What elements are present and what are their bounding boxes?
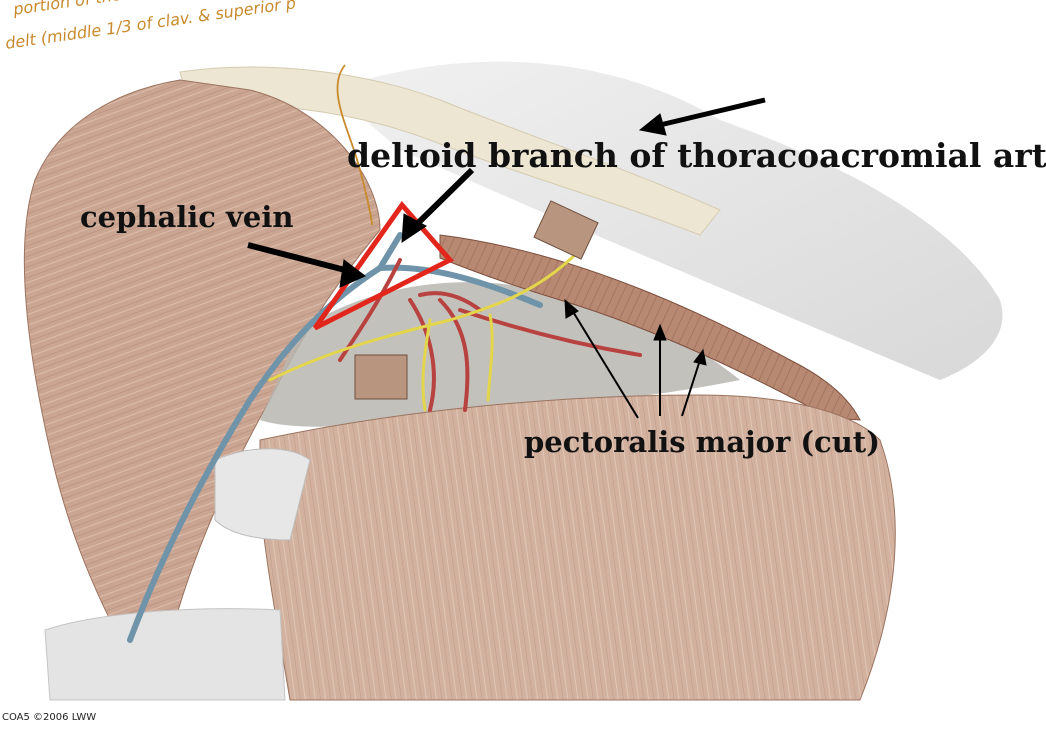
arrow-fascia-head (638, 113, 667, 136)
arrow-deltoid-branch (410, 167, 475, 231)
cephalic-vein-tributary (377, 232, 403, 271)
arrow-pec-3 (681, 359, 701, 417)
handwritten-pointer (336, 64, 373, 226)
arrow-pec-1-head (564, 298, 579, 319)
arrow-pec-3-head (693, 348, 707, 366)
arrows (247, 97, 766, 419)
arrow-pec-2-head (653, 323, 667, 341)
arrow-pec-1 (571, 309, 639, 419)
cephalic-vein (127, 264, 543, 643)
arrow-fascia (659, 97, 766, 128)
arrow-cephalic-vein (247, 242, 346, 273)
tendon-band (214, 448, 311, 541)
pectoral-nerves (268, 248, 582, 412)
cut-muscle-block-2 (533, 200, 599, 260)
cut-muscle-block (354, 354, 408, 400)
label-deltoid-branch: deltoid branch of thoracoacromial art (347, 136, 1046, 175)
highlight-triangle (312, 200, 455, 331)
arrow-cephalic-vein-head (339, 259, 366, 288)
clavicle (179, 66, 721, 236)
arrow-deltoid-branch-head (401, 213, 427, 243)
image-credit: COA5 ©2006 LWW (2, 712, 97, 723)
label-pectoralis-major: pectoralis major (cut) (524, 425, 880, 459)
label-cephalic-vein: cephalic vein (80, 200, 294, 234)
thoracoacromial-artery-branches (338, 258, 642, 412)
arm-fascia (44, 608, 286, 701)
